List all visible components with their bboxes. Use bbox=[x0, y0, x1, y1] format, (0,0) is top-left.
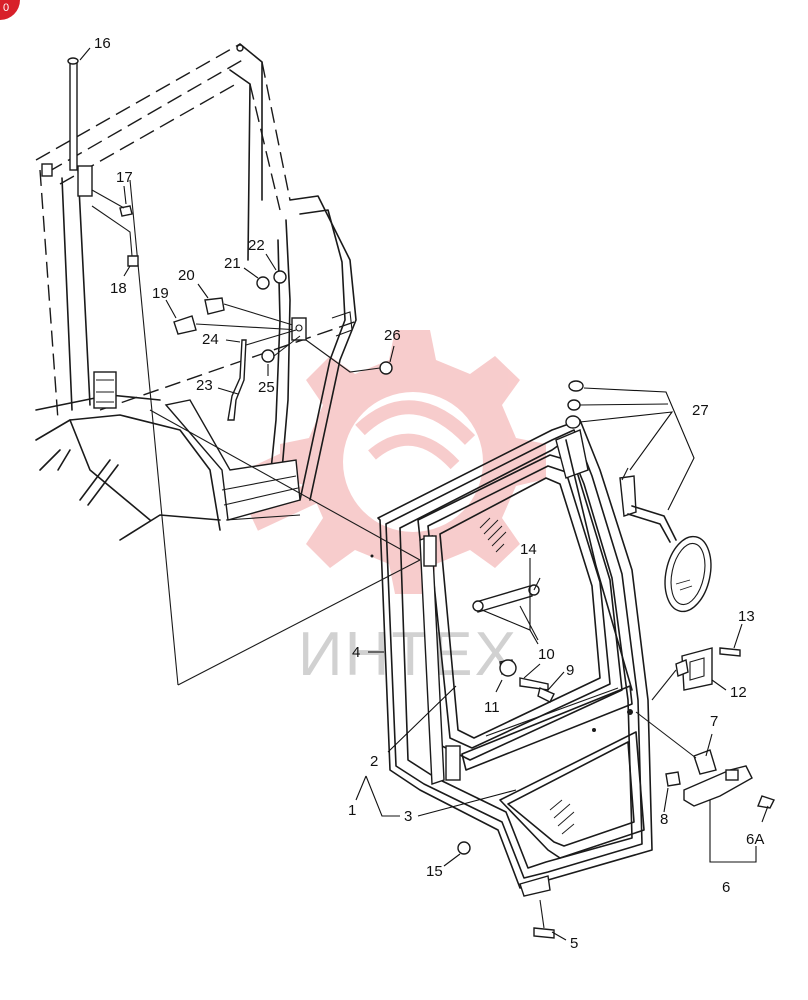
callout-5: 5 bbox=[570, 935, 578, 952]
nut-26 bbox=[379, 361, 393, 375]
bolt-19 bbox=[173, 315, 197, 335]
callout-4: 4 bbox=[352, 644, 360, 661]
callout-1: 1 bbox=[348, 802, 356, 819]
callout-26: 26 bbox=[384, 327, 401, 344]
door-handle-parts bbox=[635, 647, 775, 809]
callout-12: 12 bbox=[730, 684, 747, 701]
callout-8: 8 bbox=[660, 811, 668, 828]
screw-13 bbox=[719, 647, 741, 657]
callout-15: 15 bbox=[426, 863, 443, 880]
cab-frame bbox=[35, 43, 421, 686]
callout-22: 22 bbox=[248, 237, 265, 254]
callout-23: 23 bbox=[196, 377, 213, 394]
callout-21: 21 bbox=[224, 255, 241, 272]
gasket-7 bbox=[693, 749, 717, 775]
corner-badge: 0 bbox=[0, 0, 20, 20]
door-rod bbox=[227, 339, 247, 421]
mirror-assembly bbox=[565, 380, 712, 613]
watermark-text: ИНТЕХ bbox=[298, 620, 518, 689]
callout-2: 2 bbox=[370, 753, 378, 770]
callout-14: 14 bbox=[520, 541, 537, 558]
spacer-20 bbox=[204, 297, 225, 315]
washer-18 bbox=[127, 255, 139, 267]
spacer-8 bbox=[665, 771, 681, 787]
washer-22 bbox=[273, 270, 287, 284]
door-hardware-upper bbox=[67, 57, 393, 421]
callout-27: 27 bbox=[692, 402, 709, 419]
mirror-glass bbox=[664, 535, 712, 613]
watermark-gear bbox=[238, 330, 546, 594]
callout-24: 24 bbox=[202, 331, 219, 348]
callout-18: 18 bbox=[110, 280, 127, 297]
leader-lines bbox=[79, 47, 769, 941]
callout-20: 20 bbox=[178, 267, 195, 284]
callout-6a: 6A bbox=[746, 831, 764, 848]
callout-19: 19 bbox=[152, 285, 169, 302]
nut-21 bbox=[256, 276, 270, 290]
callout-9: 9 bbox=[566, 662, 574, 679]
hinge-pin bbox=[69, 59, 78, 171]
screw-6a bbox=[757, 795, 775, 809]
callout-labels: 16 17 18 19 20 21 22 24 23 25 26 27 14 1… bbox=[94, 35, 764, 952]
gas-strut bbox=[475, 585, 533, 613]
callout-13: 13 bbox=[738, 608, 755, 625]
callout-7: 7 bbox=[710, 713, 718, 730]
callout-17: 17 bbox=[116, 169, 133, 186]
corner-badge-text: 0 bbox=[3, 2, 9, 14]
callout-25: 25 bbox=[258, 379, 275, 396]
callout-10: 10 bbox=[538, 646, 555, 663]
latch-bolt bbox=[519, 677, 549, 691]
door-assembly bbox=[370, 419, 653, 939]
callout-16: 16 bbox=[94, 35, 111, 52]
nut-17 bbox=[119, 205, 133, 217]
bushing-25 bbox=[261, 349, 275, 363]
callout-3: 3 bbox=[404, 808, 412, 825]
callout-11: 11 bbox=[484, 699, 500, 716]
latch-clip bbox=[537, 687, 555, 703]
callout-6: 6 bbox=[722, 879, 730, 896]
outer-handle bbox=[683, 765, 753, 807]
